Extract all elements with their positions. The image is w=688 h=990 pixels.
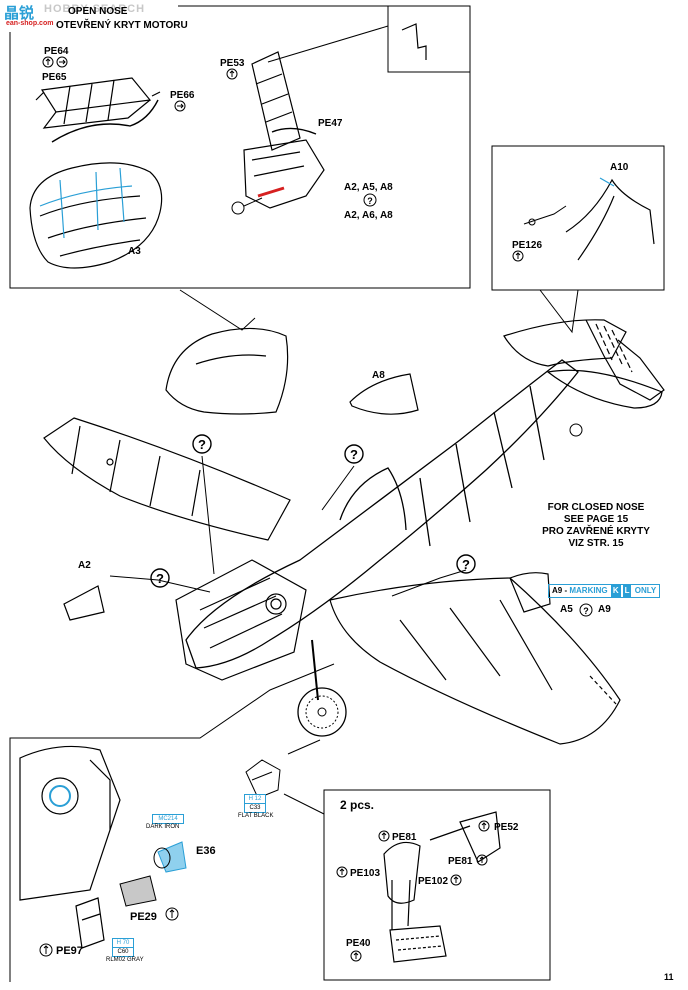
color-h70-code2: C60 [112, 947, 134, 957]
header-title-cz: OTEVŘENÝ KRYT MOTORU [56, 20, 188, 31]
e36-part [153, 841, 187, 873]
marking-word: MARKING [569, 586, 608, 595]
top-panel-border [9, 5, 471, 289]
label-pe47: PE47 [318, 118, 343, 129]
top-cowl-part [165, 327, 289, 415]
closed-nose-line1: FOR CLOSED NOSE [547, 502, 645, 513]
leader-question-cowl [201, 455, 215, 575]
label-a2: A2 [78, 560, 91, 571]
label-pe81b: PE81 [448, 856, 473, 867]
watermark-brand-cn: 晶锐 [4, 5, 35, 22]
label-pe102: PE102 [418, 876, 449, 887]
a2-part [63, 585, 105, 621]
top-right-inset-border [387, 6, 470, 73]
aircraft-left-wing [43, 417, 291, 541]
pe53-frame [251, 51, 301, 151]
label-a2a6a8: A2, A6, A8 [344, 210, 393, 221]
label-a10: A10 [610, 162, 629, 173]
marking-prefix: A9 - [552, 586, 568, 595]
label-pe65: PE65 [42, 72, 67, 83]
pe126-part [523, 205, 567, 225]
watermark-brand-en: HOBBY SEARCH [44, 3, 146, 15]
a8-part [349, 373, 419, 415]
label-pe53: PE53 [220, 58, 245, 69]
label-a8: A8 [372, 370, 385, 381]
right-inset-callout [539, 289, 579, 334]
bottom-left-engine [19, 745, 121, 901]
a2-small-assembly [243, 139, 325, 209]
label-pe126: PE126 [512, 240, 543, 251]
label-a3: A3 [128, 246, 141, 257]
watermark-site: ean-shop.com [6, 20, 54, 27]
landing-gear-leg [311, 639, 319, 701]
color-h12-code2: C33 [244, 803, 266, 813]
leader-wheel [287, 739, 321, 755]
color-h70-name: RLM02 GRAY [106, 957, 144, 963]
inset-corner-part [401, 23, 427, 60]
label-a2a5a8: A2, A5, A8 [344, 182, 393, 193]
header-title-en: OPEN NOSE [68, 6, 128, 17]
pe64-frame [35, 77, 161, 129]
closed-nose-line4: VIZ STR. 15 [568, 538, 624, 549]
label-a5: A5 [560, 604, 573, 615]
a3-cowling [29, 162, 163, 269]
label-pe81a: PE81 [392, 832, 417, 843]
label-pe64: PE64 [44, 46, 69, 57]
closed-nose-note: FOR CLOSED NOSE SEE PAGE 15 PRO ZAVŘENÉ … [534, 502, 658, 550]
page-number: 11 [664, 972, 674, 982]
red-highlight [257, 186, 285, 198]
aircraft-fuselage [185, 359, 579, 669]
label-a9: A9 [598, 604, 611, 615]
seat-bracket-small [245, 759, 281, 799]
closed-nose-line2: SEE PAGE 15 [563, 514, 629, 525]
aircraft-tail [503, 319, 665, 409]
engine-block [175, 559, 307, 681]
label-two-pcs: 2 pcs. [340, 798, 375, 812]
pe97-bracket [75, 897, 105, 949]
marking-suffix: ONLY [634, 586, 657, 595]
label-pe40: PE40 [346, 938, 371, 949]
bottom-right-panel-border [323, 789, 551, 981]
leader-question-a8 [321, 465, 355, 511]
a10-blue [599, 177, 615, 187]
label-pe97: PE97 [56, 945, 83, 957]
label-pe52: PE52 [494, 822, 519, 833]
small-part-circle [231, 201, 245, 215]
marking-l: L [622, 585, 632, 597]
callout-line-inset [267, 25, 389, 63]
seat-assembly [383, 811, 501, 963]
tail-wheel [569, 423, 583, 437]
closed-nose-line3: PRO ZAVŘENÉ KRYTY [542, 526, 650, 537]
color-mc214: MC214 [152, 814, 184, 824]
bottom-right-callout [283, 793, 325, 815]
label-pe29: PE29 [130, 911, 157, 923]
main-wheel [297, 687, 347, 737]
label-pe66: PE66 [170, 90, 195, 101]
color-h12-name: FLAT BLACK [238, 813, 274, 819]
color-mc214-name: DARK IRON [146, 824, 180, 830]
bottom-left-callout [9, 663, 335, 982]
pe65-arc [51, 99, 159, 143]
pe47-strip [271, 127, 317, 135]
label-pe103: PE103 [350, 868, 381, 879]
tail-inset-part [565, 178, 655, 261]
right-inset-border [491, 145, 665, 291]
a5-part [509, 572, 551, 613]
label-e36: E36 [196, 845, 216, 857]
aircraft-right-wing [329, 577, 621, 745]
marking-k: K [610, 585, 621, 597]
callout-line-top [179, 289, 256, 331]
a3-blue-fit [39, 167, 133, 239]
pe29-screen [119, 875, 157, 907]
